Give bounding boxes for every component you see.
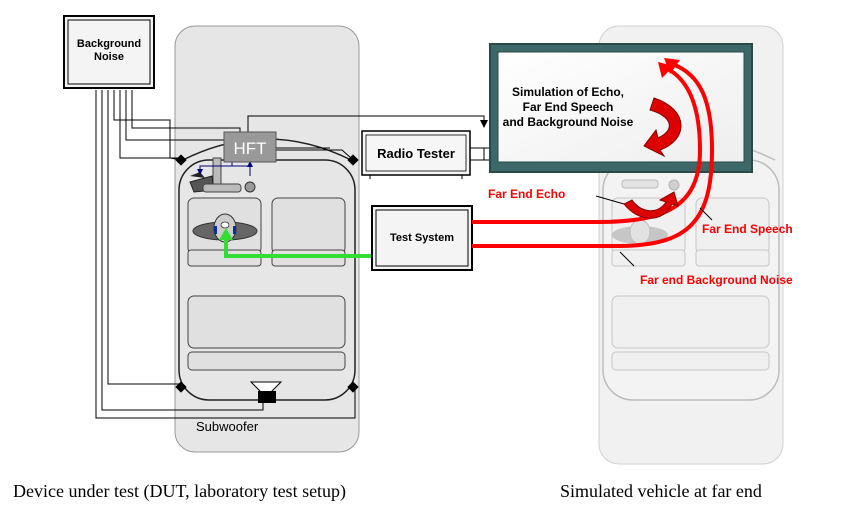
echo-curve-arrow xyxy=(643,97,682,158)
arrow-head-far-end-noise xyxy=(658,62,674,78)
artificial-head xyxy=(192,213,258,243)
far-end-echo-label: Far End Echo xyxy=(488,187,565,201)
corner-speakers xyxy=(175,154,359,393)
simulation-label-3: and Background Noise xyxy=(503,115,634,129)
test-system-label: Test System xyxy=(390,232,454,244)
background-noise-label-1: Background xyxy=(77,38,141,50)
label-pointers xyxy=(595,195,713,267)
test-system-box: Test System xyxy=(371,205,473,271)
hft-box: HFT xyxy=(223,131,277,163)
front-speaker-assembly xyxy=(189,157,256,193)
radio-tester-label: Radio Tester xyxy=(377,146,455,161)
hft-label: HFT xyxy=(233,139,266,158)
subwoofer-label: Subwoofer xyxy=(196,419,259,434)
simulation-label-2: Far End Speech xyxy=(523,100,614,114)
background-noise-label-2: Noise xyxy=(94,51,124,63)
caption-far-end: Simulated vehicle at far end xyxy=(560,481,762,501)
simulation-box: Simulation of Echo, Far End Speech and B… xyxy=(489,43,753,173)
far-end-background-noise-label: Far end Background Noise xyxy=(640,273,793,287)
speaker-wiring xyxy=(95,90,492,419)
green-signal-path xyxy=(219,228,372,258)
radio-tester-box: Radio Tester xyxy=(361,130,471,179)
simulation-label-1: Simulation of Echo, xyxy=(512,85,624,99)
far-end-echo-curve xyxy=(623,191,679,219)
dut-vehicle xyxy=(174,25,360,453)
background-noise-box: Background Noise xyxy=(63,15,155,89)
red-signal-paths xyxy=(472,62,715,248)
far-end-speech-label: Far End Speech xyxy=(702,222,793,236)
caption-dut: Device under test (DUT, laboratory test … xyxy=(13,481,346,502)
